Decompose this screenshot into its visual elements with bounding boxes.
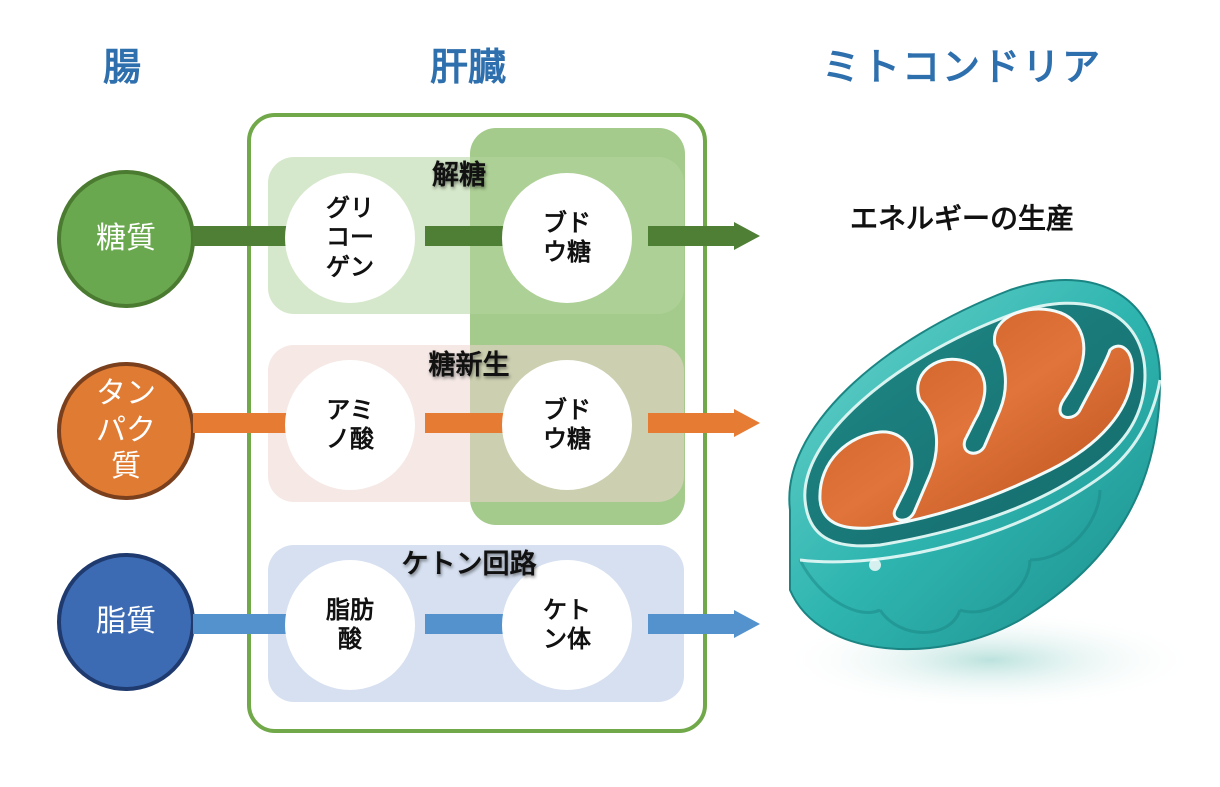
title-gut: 腸	[102, 45, 142, 89]
label-energy-production: エネルギーの生産	[849, 202, 1075, 235]
node-glucose-1-label: ブドウ糖	[543, 208, 591, 266]
node-amino-acid-label: アミノ酸	[326, 395, 374, 453]
nutrient-fat: 脂質	[57, 553, 195, 691]
node-glucose-2-label: ブドウ糖	[543, 395, 591, 453]
arrow-glucose-to-mitochondria-1	[648, 222, 760, 250]
node-ketone-body-label: ケトン体	[543, 595, 591, 653]
node-fatty-acid-label: 脂肪酸	[326, 595, 374, 653]
label-ketone-cycle: ケトン回路	[401, 549, 537, 580]
nutrient-fat-label: 脂質	[96, 603, 156, 639]
mitochondrion-bulges	[798, 489, 1102, 634]
nutrient-protein-label: タンパク質	[96, 376, 156, 485]
title-liver: 肝臓	[429, 45, 507, 89]
title-mitochondria: ミトコンドリア	[821, 45, 1103, 89]
node-ketone-body: ケトン体	[502, 560, 632, 690]
node-amino-acid: アミノ酸	[285, 360, 415, 490]
arrow-glucose-to-mitochondria-2	[648, 409, 760, 437]
node-glucose-1: ブドウ糖	[502, 173, 632, 303]
mitochondrion-illustration	[780, 279, 1200, 710]
node-glycogen: グリコーゲン	[285, 173, 415, 303]
arrow-ketone-to-mitochondria	[648, 610, 760, 638]
label-gluconeogenesis: 糖新生	[428, 350, 510, 381]
nutrient-carb-label: 糖質	[96, 220, 156, 256]
node-fatty-acid: 脂肪酸	[285, 560, 415, 690]
mitochondrion-cristae	[818, 307, 1134, 530]
nutrient-carb: 糖質	[57, 170, 195, 308]
node-glycogen-label: グリコーゲン	[326, 194, 374, 281]
mitochondrion-rim-highlight	[799, 379, 1162, 564]
node-glucose-2: ブドウ糖	[502, 360, 632, 490]
label-glycolysis: 解糖	[432, 160, 486, 191]
mitochondrion-sparkle	[869, 559, 881, 571]
nutrient-protein: タンパク質	[57, 362, 195, 500]
